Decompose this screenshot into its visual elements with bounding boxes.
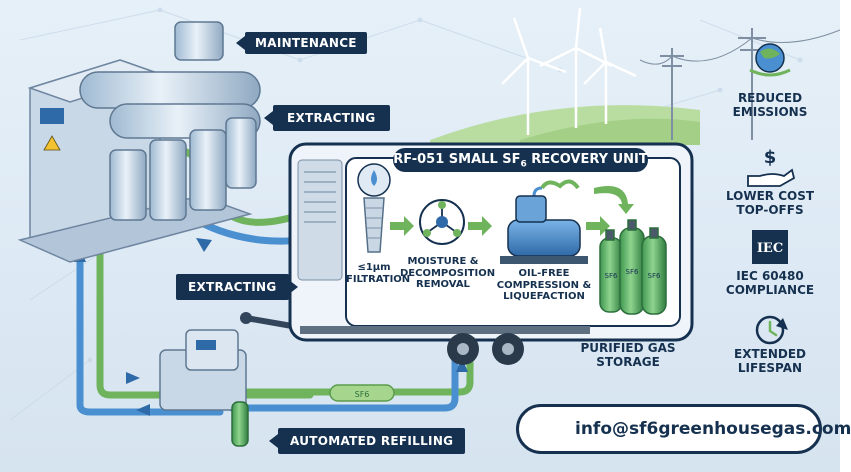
clock-arrow-icon [755,315,788,345]
cylinder-label-2: SF6 [626,268,639,276]
pipe-label: SF6 [355,390,370,399]
wind-turbines [501,7,637,135]
svg-text:$: $ [764,147,777,168]
contact-email-box[interactable]: info@sf6greenhousegas.com [516,404,851,454]
extracting-tag-top: EXTRACTING [264,105,390,131]
molecule-icon [419,199,465,245]
iec-badge-text: IEC [757,241,783,256]
sf6-storage-cylinders [599,219,667,315]
inline-sf6-canister [329,384,395,402]
compressor-pump-icon [500,179,588,264]
maintenance-tag: MAINTENANCE [236,32,367,54]
contact-email[interactable]: info@sf6greenhousegas.com [575,419,851,439]
refilling-tag: AUTOMATED REFILLING [268,428,466,454]
hand-dollar-icon: $ [747,147,796,187]
unit-title: RF-051 SMALL SF6 RECOVERY UNIT [393,148,648,172]
cylinder-label-3: SF6 [648,272,661,280]
cylinder-label-1: SF6 [605,272,618,280]
iec-logo-icon [752,230,788,264]
power-lines [639,28,841,140]
gis-equipment [79,21,261,221]
refilling-unit [159,329,249,447]
filtration-icon [357,163,391,253]
process-arrows [390,186,634,236]
globe-leaf-icon [749,43,791,77]
extracting-tag-left: EXTRACTING [176,274,297,300]
